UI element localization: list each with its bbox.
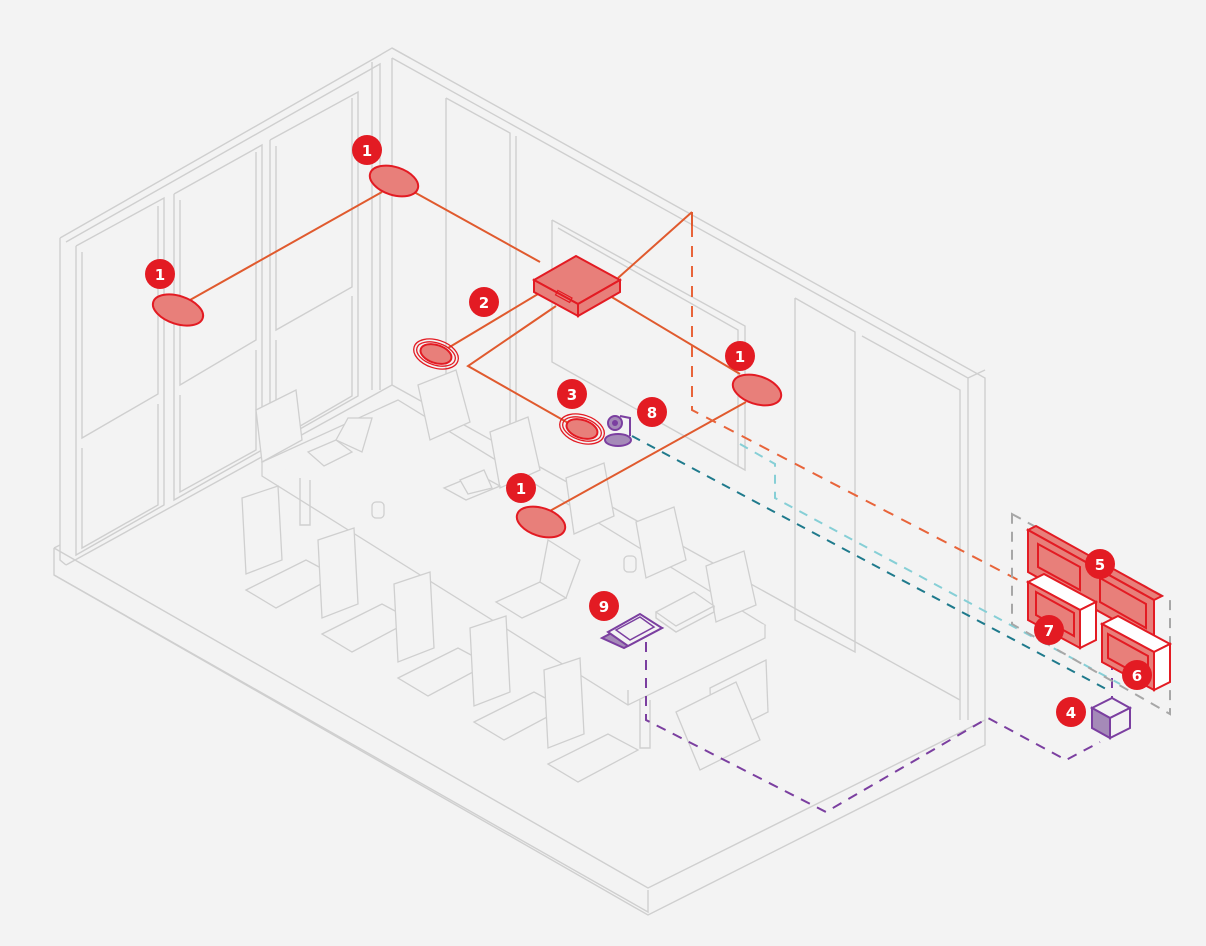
badge-1-table: 1 xyxy=(506,473,536,503)
badge-4: 4 xyxy=(1056,697,1086,727)
ceiling-microphone-left[interactable] xyxy=(410,334,462,375)
badge-9: 9 xyxy=(589,591,619,621)
audio-wiring xyxy=(189,191,747,513)
ceiling-speaker-table[interactable] xyxy=(513,501,569,543)
badge-label: 5 xyxy=(1095,556,1105,574)
control-processor[interactable] xyxy=(1089,696,1133,740)
badge-label: 7 xyxy=(1044,622,1054,640)
badge-label: 8 xyxy=(647,404,657,422)
badge-label: 1 xyxy=(362,142,372,160)
ceiling-speaker-left-wall[interactable] xyxy=(149,289,207,332)
table-items xyxy=(306,417,716,633)
badge-label: 3 xyxy=(567,386,577,404)
badge-label: 1 xyxy=(735,348,745,366)
badge-label: 1 xyxy=(516,480,526,498)
ceiling-microphone-front[interactable] xyxy=(556,409,608,450)
badge-6: 6 xyxy=(1122,660,1152,690)
badge-3: 3 xyxy=(557,379,587,409)
back-row-chairs xyxy=(255,369,757,623)
ptz-camera[interactable] xyxy=(604,415,632,447)
ceiling-speaker-front-wall[interactable] xyxy=(729,369,785,411)
touch-panel[interactable] xyxy=(599,612,665,650)
badge-label: 9 xyxy=(599,598,609,616)
badge-7: 7 xyxy=(1034,615,1064,645)
badge-8: 8 xyxy=(637,397,667,427)
badge-label: 1 xyxy=(155,266,165,284)
badge-label: 4 xyxy=(1066,704,1076,722)
badge-1-corner: 1 xyxy=(352,135,382,165)
badge-5: 5 xyxy=(1085,549,1115,579)
badge-1-left-wall: 1 xyxy=(145,259,175,289)
ceiling-speaker-corner[interactable] xyxy=(366,160,422,202)
badge-label: 2 xyxy=(479,294,489,312)
front-row-chairs xyxy=(241,485,769,783)
network-wiring xyxy=(631,226,1171,814)
room-walls xyxy=(53,47,986,916)
badge-2: 2 xyxy=(469,287,499,317)
dsp-processor[interactable] xyxy=(531,254,623,318)
badge-label: 6 xyxy=(1132,667,1142,685)
badge-1-front-wall: 1 xyxy=(725,341,755,371)
